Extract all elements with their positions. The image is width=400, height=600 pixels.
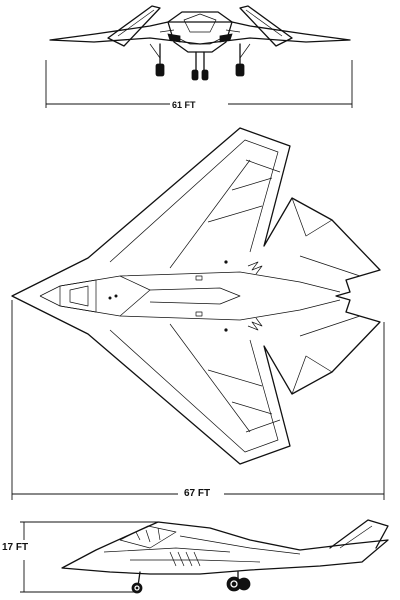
height-dimension-label: 17 FT <box>2 542 29 553</box>
top-view <box>11 127 385 500</box>
wingspan-dimension-label: 61 FT <box>172 100 196 110</box>
length-dimension-label: 67 FT <box>184 488 211 499</box>
side-view <box>20 519 389 594</box>
front-view <box>45 5 353 108</box>
